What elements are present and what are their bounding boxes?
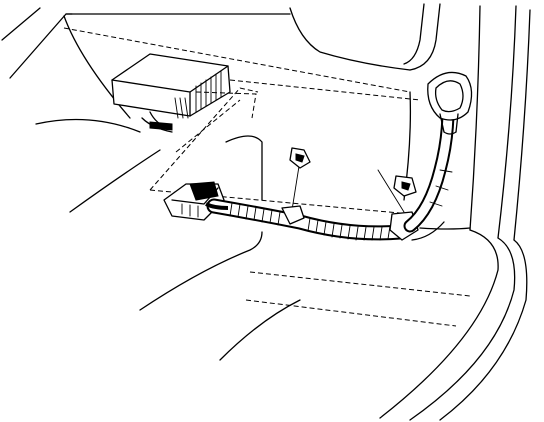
panel-edge-top-left [1, 7, 41, 41]
harness-wire-branch [205, 202, 229, 210]
riser-tape-1 [429, 201, 443, 207]
harness-fill [208, 200, 406, 239]
arch-left [289, 7, 411, 71]
ecu-connector-ribs [174, 70, 222, 119]
pillar-line-3 [513, 9, 531, 241]
carpet-edge [225, 135, 263, 201]
panel-bottom-join [419, 227, 471, 230]
grommet-inner [434, 80, 464, 113]
leader-line-right-clip [377, 169, 405, 213]
bracket-dash-inner [175, 99, 241, 153]
pillar-line-1 [469, 5, 481, 231]
ecu-bracket-dash [195, 91, 257, 119]
left-lower-curve [69, 149, 161, 213]
riser-tape-3 [439, 169, 453, 173]
grommet-neck-bottom [443, 131, 457, 135]
left-floor-curve [35, 118, 141, 133]
riser-clamp [411, 221, 445, 241]
sill-curve-1 [379, 229, 499, 419]
grommet-outer [427, 71, 473, 121]
riser-tape-2 [435, 185, 449, 191]
ecu-module [111, 53, 257, 133]
bracket-dash-left [149, 87, 259, 191]
dashed-floor-2 [245, 299, 457, 327]
rubber-grommet [427, 71, 473, 135]
clip-left-hole [295, 153, 305, 163]
harness-corrugation [229, 202, 391, 241]
dashed-shelf-top [63, 27, 411, 93]
ecu-wire-bundle [149, 121, 173, 131]
dashed-floor-1 [249, 271, 471, 297]
clip-left-mount [281, 205, 305, 225]
ecu-body [111, 53, 231, 117]
connector-edge [171, 187, 219, 205]
retaining-clip-left [281, 147, 311, 225]
grommet-neck-left [439, 113, 445, 133]
wiring-harness [205, 198, 408, 241]
sill-curve-3 [439, 239, 528, 421]
harness-riser [403, 103, 455, 241]
clip-right-hole [401, 181, 411, 191]
pillar-line-2 [497, 5, 517, 239]
sill-curve-2 [409, 237, 516, 421]
floor-curve-1 [139, 231, 263, 311]
dashed-shelf-mid [229, 79, 421, 101]
panel-edge-top-left-2 [9, 13, 73, 79]
floor-curve-2 [219, 299, 301, 361]
body-panels [1, 3, 531, 421]
arch-inner [403, 3, 425, 65]
leader-line-left-clip [291, 159, 301, 211]
grommet-neck-right [455, 113, 459, 133]
arch-right [409, 3, 441, 71]
